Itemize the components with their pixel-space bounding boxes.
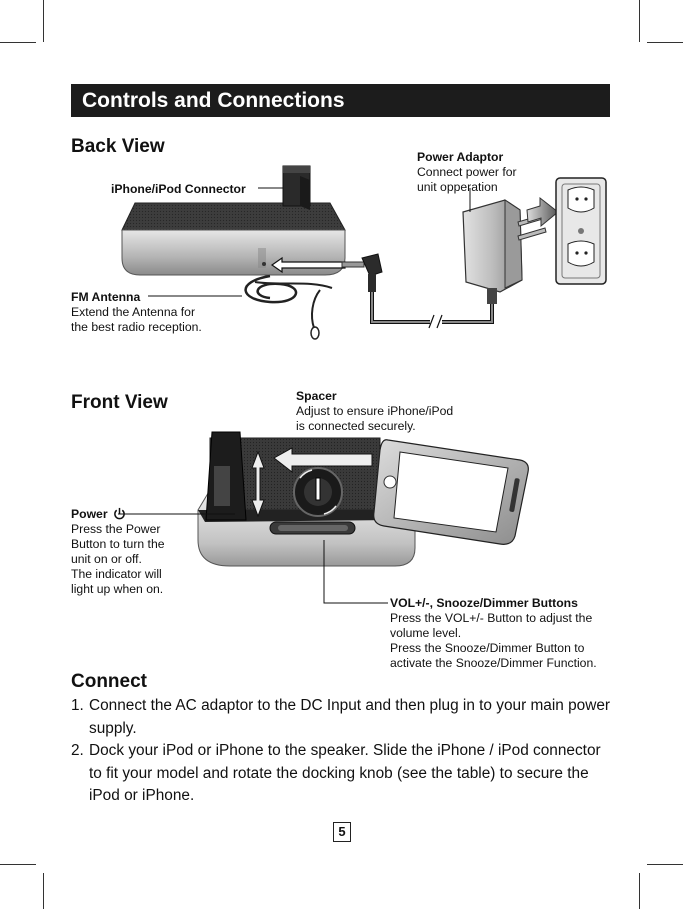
vol-buttons-title: VOL+/-, Snooze/Dimmer Buttons (390, 596, 597, 611)
front-connector (206, 432, 246, 520)
spacer-title: Spacer (296, 389, 453, 404)
vol-snooze-button-strip (270, 522, 355, 534)
callout-line: The indicator will (71, 567, 165, 582)
callout-line: Press the VOL+/- Button to adjust the (390, 611, 597, 626)
list-item: 1. Connect the AC adaptor to the DC Inpu… (71, 695, 616, 740)
vol-buttons-callout: VOL+/-, Snooze/Dimmer Buttons Press the … (390, 596, 597, 671)
step-text: Connect the AC adaptor to the DC Input a… (89, 697, 610, 737)
step-number: 2. (71, 740, 84, 763)
callout-line: volume level. (390, 626, 597, 641)
callout-line: Press the Snooze/Dimmer Button to (390, 641, 597, 656)
callout-line: Button to turn the (71, 537, 165, 552)
callout-line: activate the Snooze/Dimmer Function. (390, 656, 597, 671)
power-callout: Power Press the Power Button to turn the… (71, 507, 165, 597)
callout-line: is connected securely. (296, 419, 453, 434)
docking-knob (294, 468, 342, 516)
callout-line: Press the Power (71, 522, 165, 537)
page-number: 5 (333, 822, 351, 842)
list-item: 2. Dock your iPod or iPhone to the speak… (71, 740, 616, 808)
step-number: 1. (71, 695, 84, 718)
spacer-callout: Spacer Adjust to ensure iPhone/iPod is c… (296, 389, 453, 434)
callout-line: light up when on. (71, 582, 165, 597)
power-title: Power (71, 507, 108, 521)
callout-line: Adjust to ensure iPhone/iPod (296, 404, 453, 419)
power-icon (113, 507, 126, 520)
step-text: Dock your iPod or iPhone to the speaker.… (89, 742, 601, 804)
connect-heading: Connect (71, 671, 147, 693)
callout-line: unit on or off. (71, 552, 165, 567)
connect-steps: 1. Connect the AC adaptor to the DC Inpu… (71, 695, 616, 808)
